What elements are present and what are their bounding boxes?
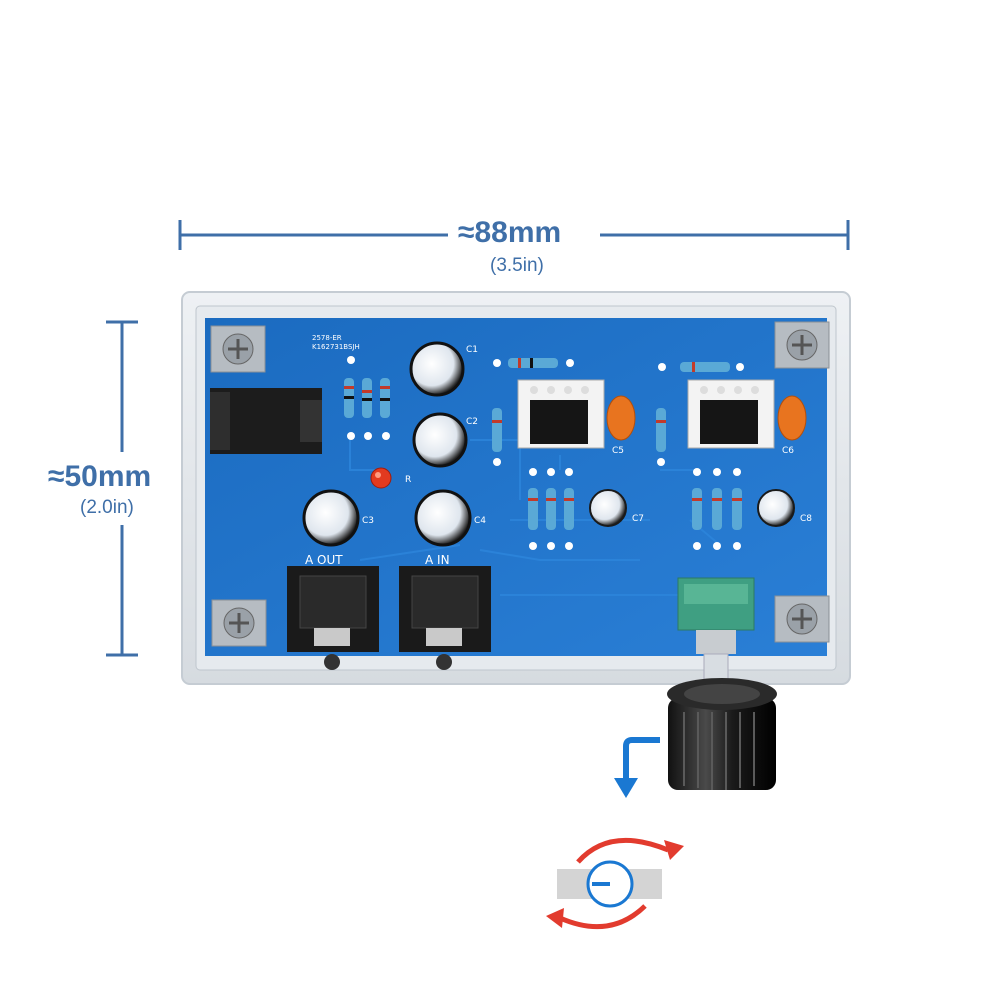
resistor-vertical-2 [656, 408, 666, 466]
capacitor-c3 [302, 489, 360, 547]
height-dimension-inches: (2.0in) [80, 497, 134, 518]
label-c8: C8 [800, 514, 812, 524]
op-amp-ic-2 [687, 379, 775, 449]
resistor-group-middle [528, 468, 574, 550]
board-model-line2: K162731BSJH [312, 343, 360, 351]
resistor-group-right [692, 468, 742, 550]
capacitor-c1 [409, 341, 465, 397]
label-audio-out: A OUT [305, 553, 343, 567]
capacitor-c6 [777, 395, 807, 441]
width-dimension-line [178, 220, 850, 250]
audio-input-jack [399, 566, 491, 670]
audio-output-jack [287, 566, 379, 670]
height-dimension-label: ≈50mm [48, 460, 152, 493]
screw-bottom-right [774, 595, 830, 643]
width-dimension-inches: (3.5in) [490, 255, 544, 276]
dc-power-jack [210, 388, 322, 454]
screw-top-left [210, 325, 266, 373]
capacitor-c5 [606, 395, 636, 441]
capacitor-c7 [589, 489, 627, 527]
label-c1: C1 [466, 345, 478, 355]
direction-arrow-icon [614, 737, 660, 798]
resistor-vertical-1 [492, 408, 502, 466]
led-indicator [370, 467, 392, 489]
label-c5: C5 [612, 446, 624, 456]
width-dimension-label: ≈88mm [458, 216, 562, 249]
resistor-top-middle [493, 358, 574, 368]
screw-top-right [774, 321, 830, 369]
board-model-line1: 2578-ER [312, 334, 342, 342]
height-dimension-line [106, 320, 138, 657]
resistor-top-right [658, 362, 744, 372]
volume-knob[interactable] [667, 678, 777, 790]
capacitor-c8 [757, 489, 795, 527]
op-amp-ic-1 [517, 379, 605, 449]
resistor-group-left [344, 356, 390, 440]
capacitor-c4 [414, 489, 472, 547]
screw-bottom-left [211, 599, 267, 647]
rotation-diagram-icon [546, 837, 684, 930]
label-led: R [405, 475, 411, 485]
capacitor-c2 [412, 412, 468, 468]
label-c7: C7 [632, 514, 644, 524]
label-c6: C6 [782, 446, 794, 456]
label-c2: C2 [466, 417, 478, 427]
label-c4: C4 [474, 516, 486, 526]
label-c3: C3 [362, 516, 374, 526]
potentiometer [677, 577, 755, 685]
label-audio-in: A IN [425, 553, 450, 567]
